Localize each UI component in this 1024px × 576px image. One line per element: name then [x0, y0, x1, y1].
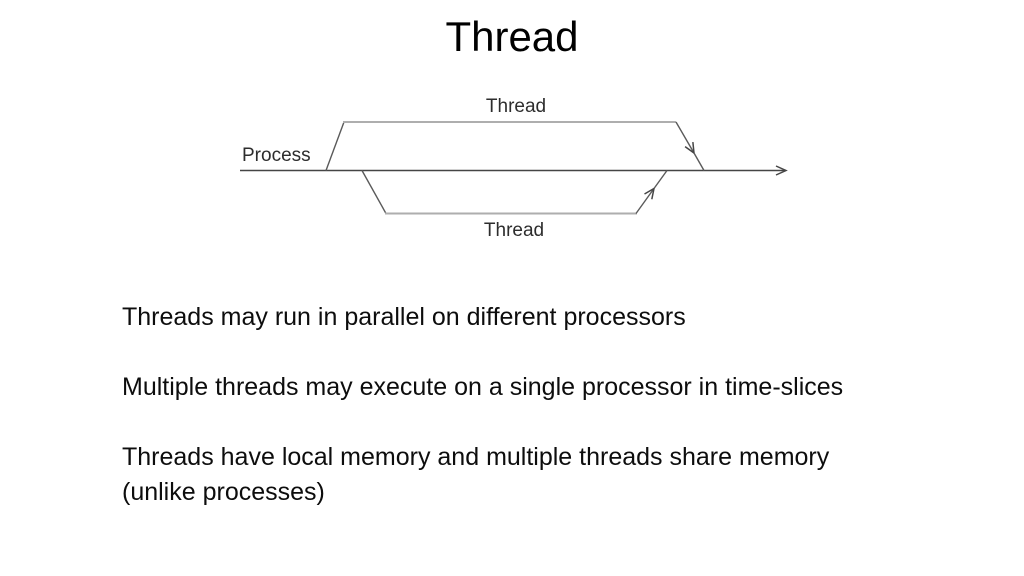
thread-bottom-merge-tail-line — [653, 170, 668, 189]
thread-diagram: Process Thread Thread — [0, 0, 1024, 280]
body-line-parallel: Threads may run in parallel on different… — [122, 303, 686, 331]
thread-bottom-split-line — [361, 170, 387, 214]
body-line-timeslices: Multiple threads may execute on a single… — [122, 373, 844, 401]
thread-top-split-line — [325, 121, 345, 171]
process-label: Process — [242, 145, 311, 166]
slide-title: Thread — [445, 13, 579, 60]
thread-top-merge-tail-line — [693, 152, 705, 171]
thread-top-merge-arrow-line — [675, 121, 695, 155]
body-line-unlike-processes: (unlike processes) — [122, 478, 325, 506]
body-line-memory: Threads have local memory and multiple t… — [122, 443, 830, 471]
thread-bottom-label: Thread — [483, 220, 545, 241]
thread-bottom-merge-arrow-line — [635, 187, 656, 214]
slide-body: Threads may run in parallel on different… — [122, 300, 982, 510]
thread-top-label: Thread — [485, 96, 547, 117]
